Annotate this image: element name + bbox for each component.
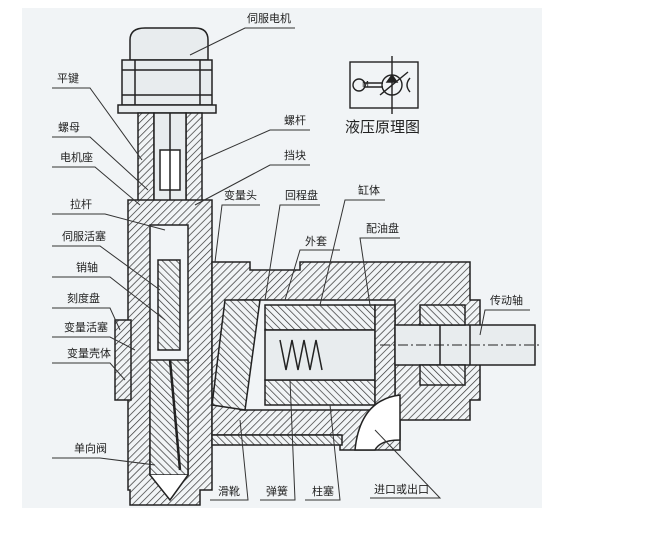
label-plunger: 柱塞 — [312, 485, 334, 498]
hydraulic-schematic-symbol — [349, 56, 419, 114]
label-variable-head: 变量头 — [224, 189, 257, 202]
label-cylinder-block: 缸体 — [358, 184, 380, 197]
label-valve-plate: 配油盘 — [366, 222, 399, 235]
label-nut: 螺母 — [58, 121, 80, 134]
label-variable-housing: 变量壳体 — [67, 347, 111, 360]
label-drive-shaft: 传动轴 — [490, 294, 523, 307]
label-servo-motor: 伺服电机 — [247, 12, 291, 25]
label-pull-rod: 拉杆 — [70, 198, 92, 211]
label-variable-piston: 变量活塞 — [64, 321, 108, 334]
schematic-title: 液压原理图 — [345, 118, 421, 136]
label-outer-sleeve: 外套 — [305, 235, 327, 248]
label-servo-piston: 伺服活塞 — [62, 230, 106, 243]
label-stop-block: 挡块 — [284, 149, 306, 162]
label-slipper: 滑靴 — [218, 485, 240, 498]
label-return-plate: 回程盘 — [285, 189, 318, 202]
motor-symbol-label: M — [362, 80, 369, 89]
label-inlet-outlet: 进口或出口 — [374, 483, 429, 496]
label-spring: 弹簧 — [266, 485, 288, 498]
label-dial: 刻度盘 — [67, 292, 100, 305]
label-motor-seat: 电机座 — [60, 151, 93, 164]
label-screw-rod: 螺杆 — [284, 114, 306, 127]
label-check-valve: 单向阀 — [74, 442, 107, 455]
leader-lines — [52, 27, 530, 501]
servo-motor-shape — [117, 27, 217, 114]
label-flat-key: 平键 — [57, 72, 79, 85]
label-pin-shaft: 销轴 — [76, 261, 98, 274]
